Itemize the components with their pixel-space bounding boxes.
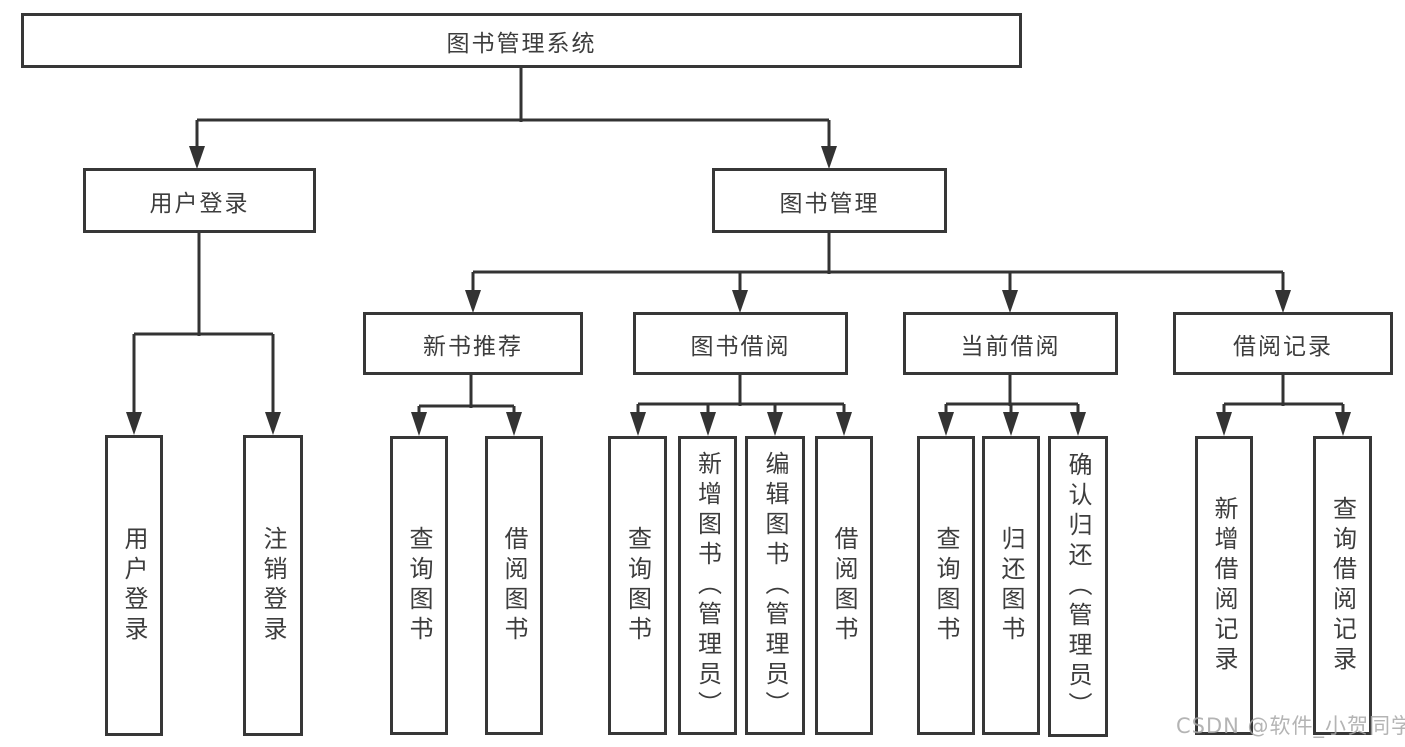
leaf-bb-query-books: 查询图书 (608, 436, 667, 735)
leaf-nbr-borrow-books: 借阅图书 (485, 436, 543, 735)
node-book-mgmt: 图书管理 (712, 168, 947, 233)
leaf-logout: 注销登录 (243, 435, 303, 736)
node-root: 图书管理系统 (21, 13, 1022, 68)
leaf-bb-edit-books-admin-label: 编辑图书（管理员） (761, 450, 789, 721)
leaf-cb-return-books-label: 归还图书 (997, 525, 1025, 646)
leaf-nbr-borrow-books-label: 借阅图书 (500, 525, 528, 646)
leaf-bb-add-books-admin-label: 新增图书（管理员） (693, 450, 722, 721)
leaf-br-query-record: 查询借阅记录 (1313, 436, 1372, 735)
leaf-logout-label: 注销登录 (259, 525, 287, 646)
leaf-nbr-query-books-label: 查询图书 (405, 525, 433, 646)
leaf-br-add-record: 新增借阅记录 (1195, 436, 1253, 735)
node-new-book-recommend: 新书推荐 (363, 312, 583, 375)
arrowheads (126, 146, 1351, 436)
node-borrow-records: 借阅记录 (1173, 312, 1393, 375)
leaf-bb-borrow-books-label: 借阅图书 (830, 525, 858, 646)
leaf-br-add-record-label: 新增借阅记录 (1210, 495, 1238, 676)
leaf-cb-confirm-return-admin: 确认归还（管理员） (1048, 436, 1108, 737)
tree-edges (132, 68, 1345, 415)
csdn-watermark: CSDN @软件_小贺同学 (1176, 714, 1405, 738)
node-current-borrow: 当前借阅 (903, 312, 1118, 375)
leaf-br-query-record-label: 查询借阅记录 (1328, 495, 1357, 676)
leaf-cb-query-books: 查询图书 (917, 436, 975, 735)
leaf-bb-add-books-admin: 新增图书（管理员） (678, 436, 737, 735)
leaf-cb-return-books: 归还图书 (982, 436, 1040, 735)
leaf-user-login-label: 用户登录 (120, 525, 148, 646)
node-book-borrow: 图书借阅 (633, 312, 848, 375)
leaf-bb-borrow-books: 借阅图书 (815, 436, 873, 735)
leaf-nbr-query-books: 查询图书 (390, 436, 448, 735)
leaf-user-login: 用户登录 (105, 435, 163, 736)
leaf-cb-confirm-return-admin-label: 确认归还（管理员） (1064, 451, 1092, 722)
leaf-cb-query-books-label: 查询图书 (932, 525, 960, 646)
node-user-login: 用户登录 (83, 168, 316, 233)
leaf-bb-query-books-label: 查询图书 (623, 525, 652, 646)
leaf-bb-edit-books-admin: 编辑图书（管理员） (745, 436, 805, 735)
